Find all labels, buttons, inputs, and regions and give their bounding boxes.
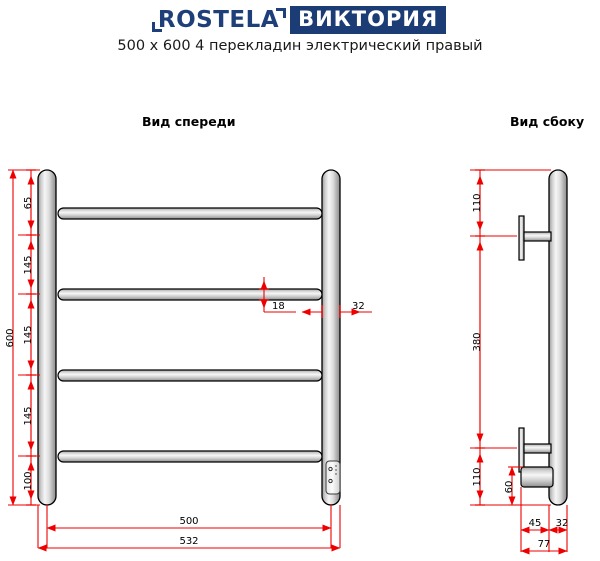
- dim-label-65: 65: [23, 197, 34, 210]
- front-view-dimension-labels: 600 65 145 145 145 100 18 32 500 532: [5, 197, 365, 547]
- front-post-left: [37, 169, 57, 506]
- dim-label-45: 45: [529, 518, 542, 529]
- dim-label-600: 600: [5, 328, 16, 347]
- bracket-wall-plate: [518, 215, 525, 261]
- dim-label-110-top: 110: [472, 193, 483, 212]
- bracket-arm: [523, 443, 552, 454]
- front-view-product: [37, 169, 341, 506]
- side-view-caption: Вид сбоку: [510, 114, 585, 129]
- side-view-dimensions: [470, 169, 568, 555]
- dim-label-532: 532: [179, 536, 198, 547]
- control-panel-led: [335, 473, 337, 475]
- control-panel-button[interactable]: [328, 466, 333, 472]
- bracket-wall-plate: [518, 427, 525, 473]
- dim-label-380: 380: [472, 332, 483, 351]
- control-panel[interactable]: [325, 460, 341, 495]
- dim-label-32: 32: [352, 301, 365, 312]
- side-view-dimension-labels: 110 380 110 60 45 32 77: [472, 193, 568, 550]
- dim-label-18: 18: [272, 301, 285, 312]
- dim-label-500: 500: [179, 516, 198, 527]
- dim-label-145: 145: [23, 325, 34, 344]
- control-panel-body[interactable]: [325, 460, 341, 495]
- front-rung: [57, 207, 323, 220]
- brand-logo: ROSTELA ВИКТОРИЯ: [0, 6, 600, 34]
- control-panel-led: [335, 465, 337, 467]
- dim-label-145: 145: [23, 406, 34, 425]
- dim-label-145: 145: [23, 255, 34, 274]
- front-rung: [57, 450, 323, 463]
- control-panel-button[interactable]: [328, 478, 333, 484]
- dim-label-60: 60: [504, 481, 515, 494]
- front-rung: [57, 288, 323, 301]
- brand-name: ROSTELA: [151, 7, 287, 33]
- dim-label-110-bottom: 110: [472, 467, 483, 486]
- front-post-right: [321, 169, 341, 506]
- product-subtitle: 500 x 600 4 перекладин электрический пра…: [117, 38, 483, 54]
- side-view-product: [518, 169, 568, 506]
- front-rung: [57, 369, 323, 382]
- side-bracket-bottom: [518, 427, 552, 473]
- series-name: ВИКТОРИЯ: [290, 6, 447, 34]
- front-view-dimensions: [8, 169, 372, 552]
- front-view-caption: Вид спереди: [142, 114, 236, 129]
- control-panel-led: [335, 469, 337, 471]
- side-post: [548, 169, 568, 506]
- bracket-arm: [523, 231, 552, 242]
- dim-label-100: 100: [23, 471, 34, 490]
- dim-label-32-side: 32: [556, 518, 569, 529]
- dim-label-77: 77: [538, 539, 551, 550]
- side-heating-element: [520, 466, 554, 488]
- side-bracket-top: [518, 215, 552, 261]
